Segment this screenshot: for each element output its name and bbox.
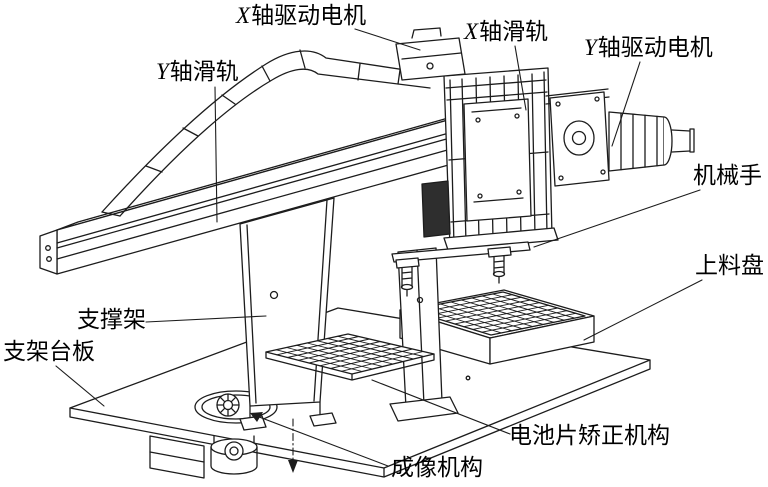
label-var: X <box>236 3 251 28</box>
label-text: 轴滑轨 <box>169 59 239 84</box>
label-var: X <box>464 19 479 44</box>
label-text: 上料盘 <box>695 253 764 278</box>
leader-lines <box>55 28 703 473</box>
arrowhead-imaging <box>250 412 263 422</box>
label-y-axis-drive-motor: Y轴驱动电机 <box>584 35 713 61</box>
label-x-axis-slide-rail: X轴滑轨 <box>464 19 548 45</box>
label-imaging-mechanism: 成像机构 <box>390 455 483 481</box>
label-text: 轴驱动电机 <box>597 35 713 60</box>
y-rail-beam <box>39 112 467 275</box>
y-drive-motor-drawing <box>545 88 695 187</box>
cable-chain <box>101 49 433 217</box>
label-text: 轴驱动电机 <box>251 3 367 28</box>
label-text: 支撑架 <box>77 307 146 332</box>
label-text: 机械手 <box>693 163 762 188</box>
label-text: 支架台板 <box>3 339 95 364</box>
label-support-frame: 支撑架 <box>76 307 146 333</box>
label-text: 电池片矫正机构 <box>509 423 670 448</box>
right-support <box>389 247 459 422</box>
label-bracket-platform: 支架台板 <box>2 339 95 365</box>
label-manipulator: 机械手 <box>692 163 762 189</box>
x-carriage-plate <box>463 98 532 222</box>
camera-unit <box>149 435 258 479</box>
label-loading-tray: 上料盘 <box>694 253 764 279</box>
z-motor <box>421 180 451 238</box>
label-var: Y <box>156 59 169 84</box>
x-drive-motor-drawing <box>395 27 466 81</box>
manipulator-drawing <box>391 227 559 297</box>
label-cell-correction-mechanism: 电池片矫正机构 <box>508 423 670 449</box>
label-x-axis-drive-motor: X轴驱动电机 <box>236 3 366 29</box>
label-text: 成像机构 <box>391 455 483 480</box>
label-var: Y <box>584 35 597 60</box>
correction-grid-drawing <box>265 333 435 381</box>
label-y-axis-slide-rail: Y轴滑轨 <box>156 59 239 85</box>
label-text: 轴滑轨 <box>479 19 549 44</box>
arrowhead-down <box>288 460 298 473</box>
